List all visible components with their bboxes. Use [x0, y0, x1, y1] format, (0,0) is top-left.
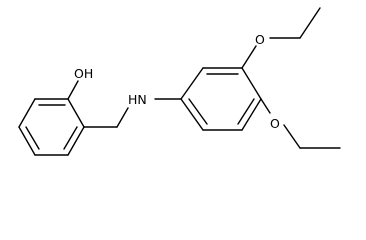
bond-lines	[18, 7, 341, 156]
double-bond-inner	[25, 126, 40, 150]
double-bond-inner	[63, 126, 78, 150]
bond	[180, 98, 204, 131]
bond	[241, 67, 262, 100]
atom-labels: OH HN O O	[74, 32, 280, 131]
bond	[18, 98, 36, 128]
ether-oxygen-top-label: O	[255, 32, 265, 47]
bond	[67, 126, 85, 156]
bond	[241, 98, 262, 131]
amine-label: HN	[128, 92, 147, 107]
bond	[67, 98, 85, 128]
bond	[283, 124, 301, 149]
chemical-structure: OH HN O O	[18, 7, 341, 156]
ether-oxygen-bottom-label: O	[270, 116, 280, 131]
bond	[299, 7, 321, 39]
bond	[260, 98, 271, 114]
bond	[116, 107, 129, 128]
bond	[241, 45, 257, 69]
double-bond-inner	[237, 98, 255, 125]
double-bond-inner	[188, 98, 208, 125]
bond	[180, 67, 204, 100]
hydroxyl-label: OH	[74, 66, 93, 81]
bond	[67, 80, 79, 100]
bond	[18, 126, 36, 156]
